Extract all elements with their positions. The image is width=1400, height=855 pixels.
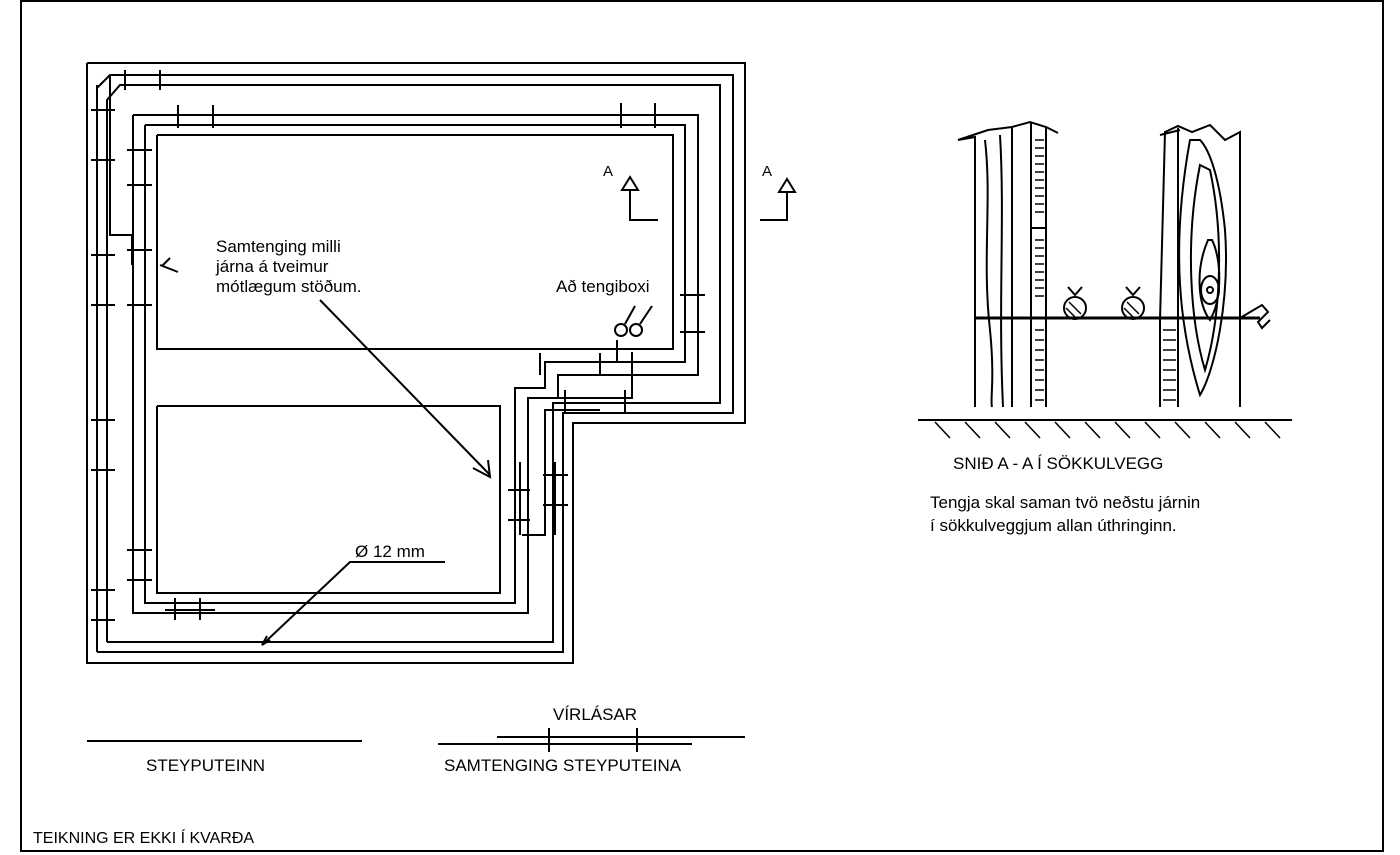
connection-note-line3: mótlægum stöðum. bbox=[216, 277, 362, 296]
wall-outer-line bbox=[86, 62, 746, 664]
rebar-1 bbox=[1063, 296, 1087, 320]
section-marker-left-label: A bbox=[603, 163, 613, 180]
connection-note-line2: járna á tveimur bbox=[215, 257, 329, 276]
box-note: Að tengiboxi bbox=[556, 277, 650, 296]
section-marker-right-label: A bbox=[762, 163, 772, 180]
section-note-line2: í sökkulveggjum allan úthringinn. bbox=[930, 516, 1177, 535]
section-cut-left bbox=[629, 190, 658, 221]
box-lead-1 bbox=[558, 352, 633, 399]
junction-circle-1 bbox=[614, 323, 628, 337]
box-lead-3 bbox=[522, 409, 600, 536]
rebar-2 bbox=[1121, 296, 1145, 320]
rebar-outer-ring bbox=[96, 74, 734, 653]
connection-note-line1: Samtenging milli bbox=[216, 237, 341, 256]
rebar-splice-left bbox=[109, 75, 133, 265]
wall-section bbox=[918, 120, 1292, 439]
rebar-inner-ring bbox=[144, 124, 686, 604]
section-cut-right bbox=[760, 192, 788, 221]
rebar-inner-ring-2 bbox=[132, 114, 699, 614]
legend-splice-top-label: VÍRLÁSAR bbox=[553, 705, 637, 724]
room-upper bbox=[156, 134, 674, 350]
legend-rebar-label: STEYPUTEINN bbox=[146, 756, 265, 775]
section-title: SNIÐ A - A Í SÖKKULVEGG bbox=[953, 454, 1163, 473]
room-lower bbox=[156, 405, 501, 594]
diameter-note: Ø 12 mm bbox=[355, 542, 425, 561]
section-note-line1: Tengja skal saman tvö neðstu járnin bbox=[930, 493, 1200, 512]
leader-connection bbox=[319, 299, 491, 476]
rebar-middle-ring bbox=[106, 84, 721, 643]
leader-diameter bbox=[261, 561, 445, 646]
foundation-plan bbox=[86, 62, 797, 664]
drawing-border bbox=[20, 0, 1384, 852]
legend-splice-bottom-label: SAMTENGING STEYPUTEINA bbox=[444, 756, 682, 775]
splice-ticks bbox=[91, 70, 705, 621]
legend bbox=[87, 728, 745, 752]
box-lead-2 bbox=[545, 340, 618, 363]
scale-note: TEIKNING ER EKKI Í KVARÐA bbox=[33, 828, 254, 847]
junction-circle-2 bbox=[629, 323, 643, 337]
